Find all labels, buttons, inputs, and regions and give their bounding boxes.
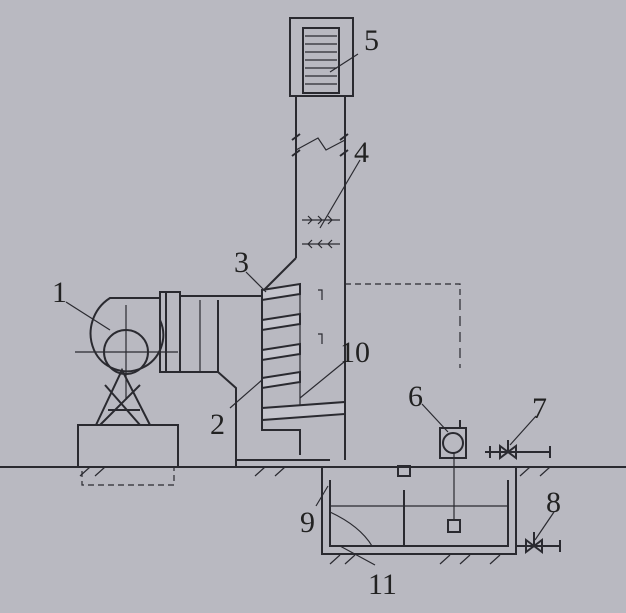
callout-labels: 1 2 3 4 5 6 7 8 9 10 11 [52, 24, 561, 601]
callout-6: 6 [408, 380, 423, 413]
spray-nozzles [302, 215, 340, 249]
tower [261, 17, 461, 460]
fan [75, 291, 181, 486]
valve-7 [485, 440, 551, 460]
spiral-plates [261, 282, 346, 422]
valve-8 [516, 532, 561, 554]
callout-3: 3 [234, 246, 249, 279]
callout-10: 10 [340, 336, 370, 369]
callout-7: 7 [532, 392, 547, 425]
inlet-duct [180, 295, 330, 467]
callout-2: 2 [210, 408, 225, 441]
callout-11: 11 [368, 568, 397, 601]
callout-4: 4 [354, 136, 369, 169]
callout-5: 5 [364, 24, 379, 57]
callout-8: 8 [546, 486, 561, 519]
callout-1: 1 [52, 276, 67, 309]
leader-lines [65, 53, 555, 566]
callout-9: 9 [300, 506, 315, 539]
pump [439, 420, 467, 459]
water-tank [321, 452, 517, 555]
